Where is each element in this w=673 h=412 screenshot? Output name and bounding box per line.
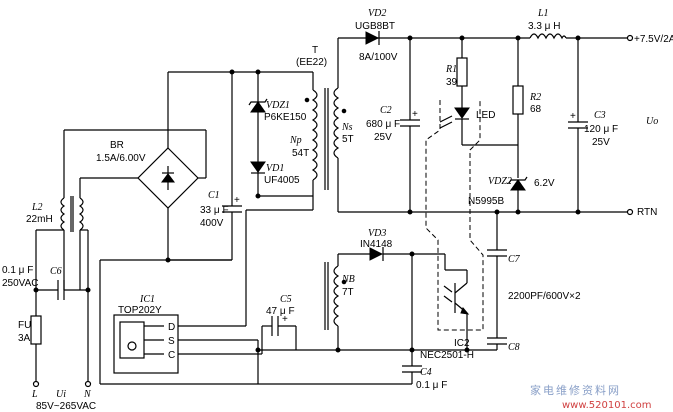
np-primary-winding	[304, 89, 318, 181]
c6-voltage: 250VAC	[2, 278, 39, 289]
vdz1-tvs-diode	[248, 98, 268, 113]
c6-capacitor	[57, 280, 65, 300]
ui-label: Ui	[56, 389, 66, 400]
fu-value: 3A	[18, 333, 31, 344]
ns-secondary-winding	[333, 87, 347, 159]
br-bridge-rectifier	[137, 147, 199, 209]
output-terminal-return	[626, 208, 634, 216]
svg-text:+: +	[282, 314, 288, 325]
svg-text:+: +	[234, 195, 240, 206]
vd1-part: UF4005	[264, 175, 300, 186]
optocoupler-outline	[425, 100, 484, 331]
c6-label: C6	[50, 266, 62, 277]
c5-label: C5	[280, 294, 292, 305]
ac-l-label: L	[31, 389, 38, 400]
vd2-part: UGB8BT	[355, 21, 395, 32]
watermark-text: 家电维修资料网	[530, 383, 621, 397]
nb-label: NB	[341, 274, 355, 285]
c1-voltage: 400V	[200, 218, 224, 229]
ac-n-label: N	[83, 389, 92, 400]
ns-label: Ns	[341, 122, 353, 133]
c1-value: 33 μ F	[200, 205, 229, 216]
r2-resistor	[512, 85, 524, 115]
np-turns: 54T	[292, 148, 309, 159]
fu-label: FU	[18, 320, 31, 331]
c3-voltage: 25V	[592, 137, 610, 148]
r1-resistor	[456, 57, 468, 87]
ac-terminal-l	[32, 380, 40, 388]
watermark-url: www.520101.com	[562, 400, 652, 411]
c7-label: C7	[508, 254, 521, 265]
ns-turns: 5T	[342, 134, 354, 145]
ic2-part: NEC2501-H	[420, 350, 474, 361]
c4-capacitor	[402, 365, 422, 373]
nb-turns: 7T	[342, 287, 354, 298]
output-voltage: +7.5V/2A	[634, 34, 673, 45]
c3-label: C3	[594, 110, 606, 121]
vdz2-label: VDZ2	[488, 176, 512, 187]
ic2-label: IC2	[454, 338, 470, 349]
vd2-rating: 8A/100V	[359, 52, 398, 63]
ic1-label: IC1	[139, 294, 155, 305]
output-terminal-positive	[626, 34, 634, 42]
r1-value: 39	[446, 77, 458, 88]
c78-value: 2200PF/600V×2	[508, 291, 581, 302]
rtn-label: RTN	[637, 207, 657, 218]
c2-voltage: 25V	[374, 132, 392, 143]
c1-label: C1	[208, 190, 220, 201]
vd1-diode	[250, 161, 266, 174]
led-label: LED	[476, 110, 495, 121]
vd2-diode	[365, 31, 380, 45]
vd2-label: VD2	[368, 8, 386, 19]
ic1-top202y	[113, 314, 179, 374]
br-label: BR	[110, 140, 124, 151]
ic1-part: TOP202Y	[118, 305, 162, 316]
c3-value: 120 μ F	[584, 124, 618, 135]
np-label: Np	[289, 135, 302, 146]
ic1-pin-s: S	[168, 336, 175, 347]
br-rating: 1.5A/6.00V	[96, 153, 146, 164]
svg-text:+: +	[570, 111, 576, 122]
transformer-core-label: (EE22)	[296, 57, 327, 68]
c2-value: 680 μ F	[366, 119, 400, 130]
transformer-label: T	[312, 45, 318, 56]
l1-label: L1	[537, 8, 549, 19]
fu-fuse	[30, 315, 42, 345]
led-optocoupler-emitter	[439, 107, 470, 129]
c4-value: 0.1 μ F	[416, 380, 447, 391]
vd3-part: IN4148	[360, 239, 393, 250]
r1-label: R1	[445, 64, 457, 75]
nb-bias-winding	[333, 265, 347, 327]
uo-label: Uo	[646, 116, 658, 127]
l2-value: 22mH	[26, 214, 53, 225]
c2-label: C2	[380, 105, 392, 116]
c4-label: C4	[420, 367, 432, 378]
svg-text:+: +	[412, 109, 418, 120]
vdz2-part: N5995B	[468, 196, 504, 207]
ic1-pin-c: C	[168, 350, 175, 361]
c8-label: C8	[508, 342, 520, 353]
vd1-label: VD1	[266, 163, 284, 174]
vdz2-value: 6.2V	[534, 178, 555, 189]
transformer-core	[324, 88, 329, 330]
ac-terminal-n	[84, 380, 92, 388]
ac-range: 85V~265VAC	[36, 401, 96, 412]
vdz1-part: P6KE150	[264, 112, 307, 123]
c8-capacitor	[487, 337, 507, 345]
r2-label: R2	[529, 92, 541, 103]
r2-value: 68	[530, 104, 542, 115]
ic2-phototransistor	[443, 282, 470, 315]
c5-capacitor: +	[271, 314, 288, 336]
c6-value: 0.1 μ F	[2, 265, 33, 276]
l1-inductor	[529, 33, 567, 40]
c5-value: 47 μ F	[266, 306, 295, 317]
c7-capacitor	[487, 249, 507, 257]
l2-common-mode-choke	[60, 196, 84, 232]
vd3-label: VD3	[368, 228, 386, 239]
l1-value: 3.3 μ H	[528, 21, 560, 32]
ic1-pin-d: D	[168, 322, 175, 333]
l2-label: L2	[31, 202, 43, 213]
vdz1-label: VDZ1	[266, 100, 290, 111]
